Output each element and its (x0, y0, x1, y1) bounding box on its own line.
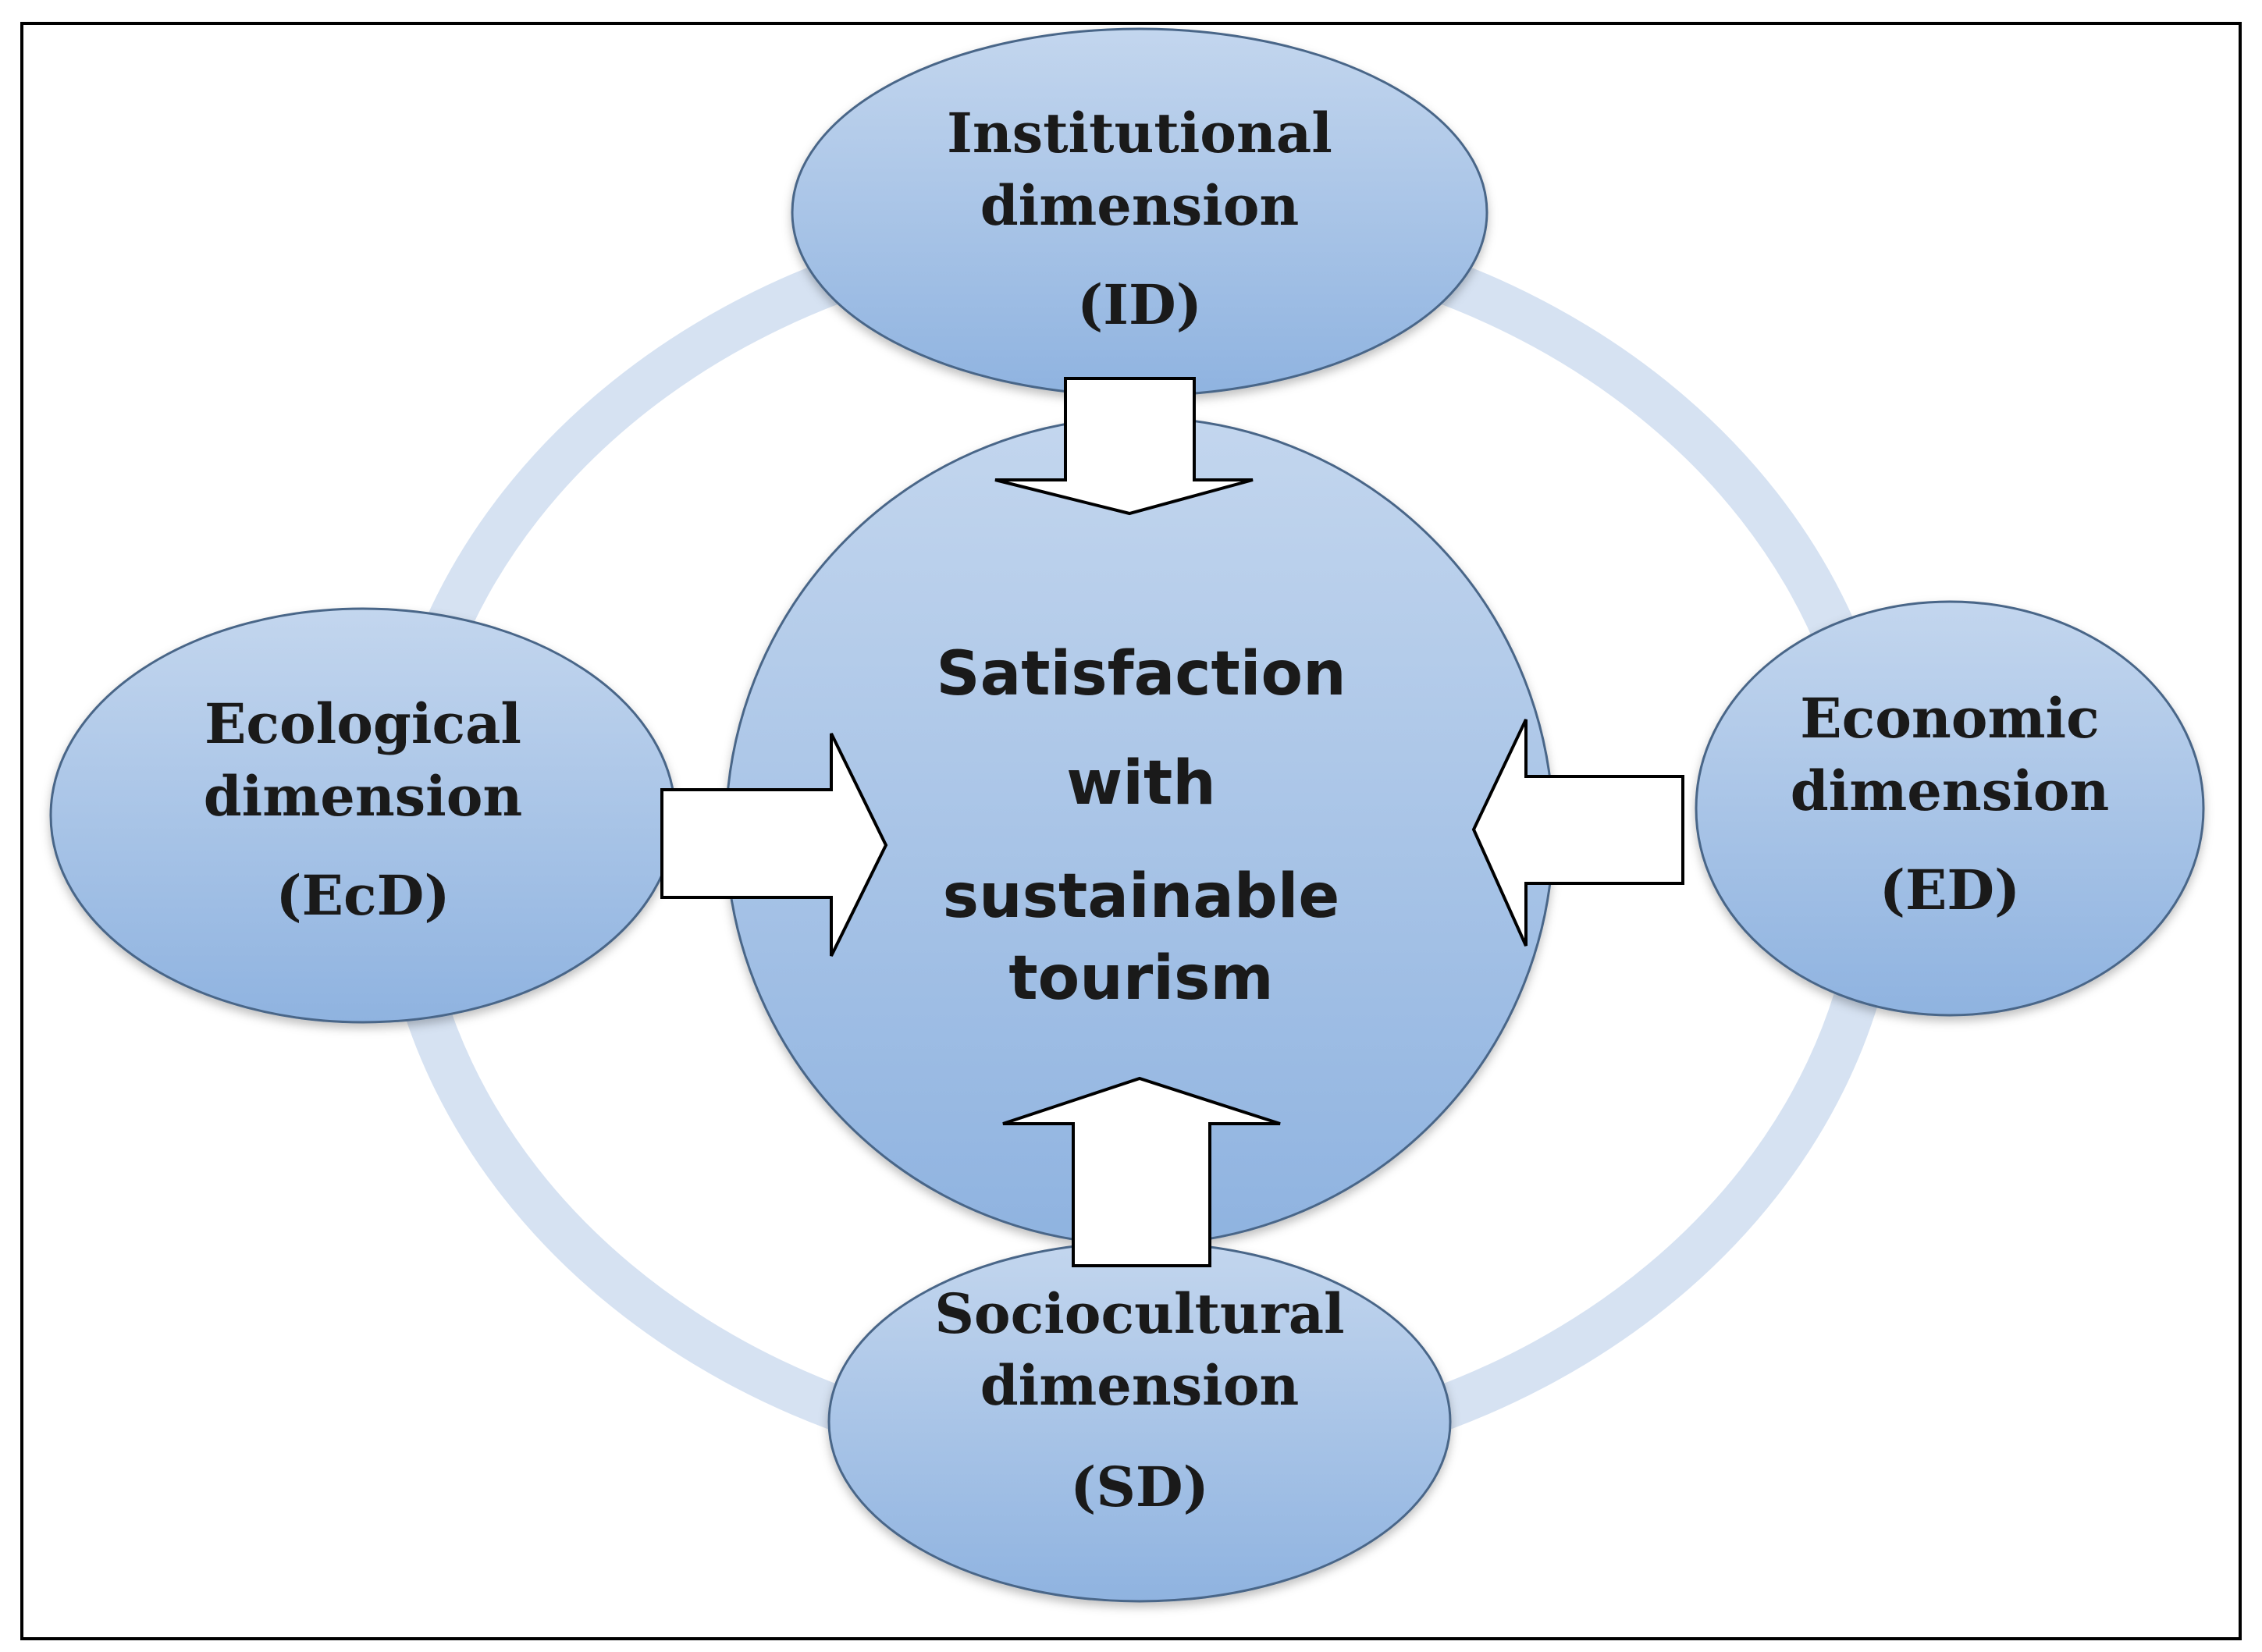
sociocultural-abbr: (SD) (1070, 1455, 1209, 1519)
economic-abbr: (ED) (1880, 858, 2020, 922)
center-line-2: with (1066, 748, 1216, 819)
arrow-right-from-ecological (660, 733, 888, 957)
arrow-up-from-sociocultural (1002, 1076, 1281, 1267)
arrow-down-from-institutional (994, 377, 1254, 516)
center-line-3: sustainable (943, 862, 1340, 932)
economic-title: Economic (1800, 686, 2100, 751)
economic-subtitle: dimension (1791, 758, 2110, 823)
sociocultural-title: Sociocultural (934, 1281, 1344, 1346)
economic-node (1695, 600, 2205, 1017)
institutional-abbr: (ID) (1077, 272, 1202, 337)
institutional-title: Institutional (947, 101, 1332, 165)
ecological-abbr: (EcD) (276, 863, 450, 928)
arrow-left-from-economic (1471, 719, 1684, 947)
ecological-title: Ecological (205, 691, 521, 756)
sociocultural-subtitle: dimension (980, 1353, 1300, 1418)
ecological-subtitle: dimension (204, 764, 523, 829)
institutional-subtitle: dimension (980, 173, 1300, 238)
center-line-1: Satisfaction (936, 639, 1346, 709)
center-line-4: tourism (1008, 943, 1273, 1014)
